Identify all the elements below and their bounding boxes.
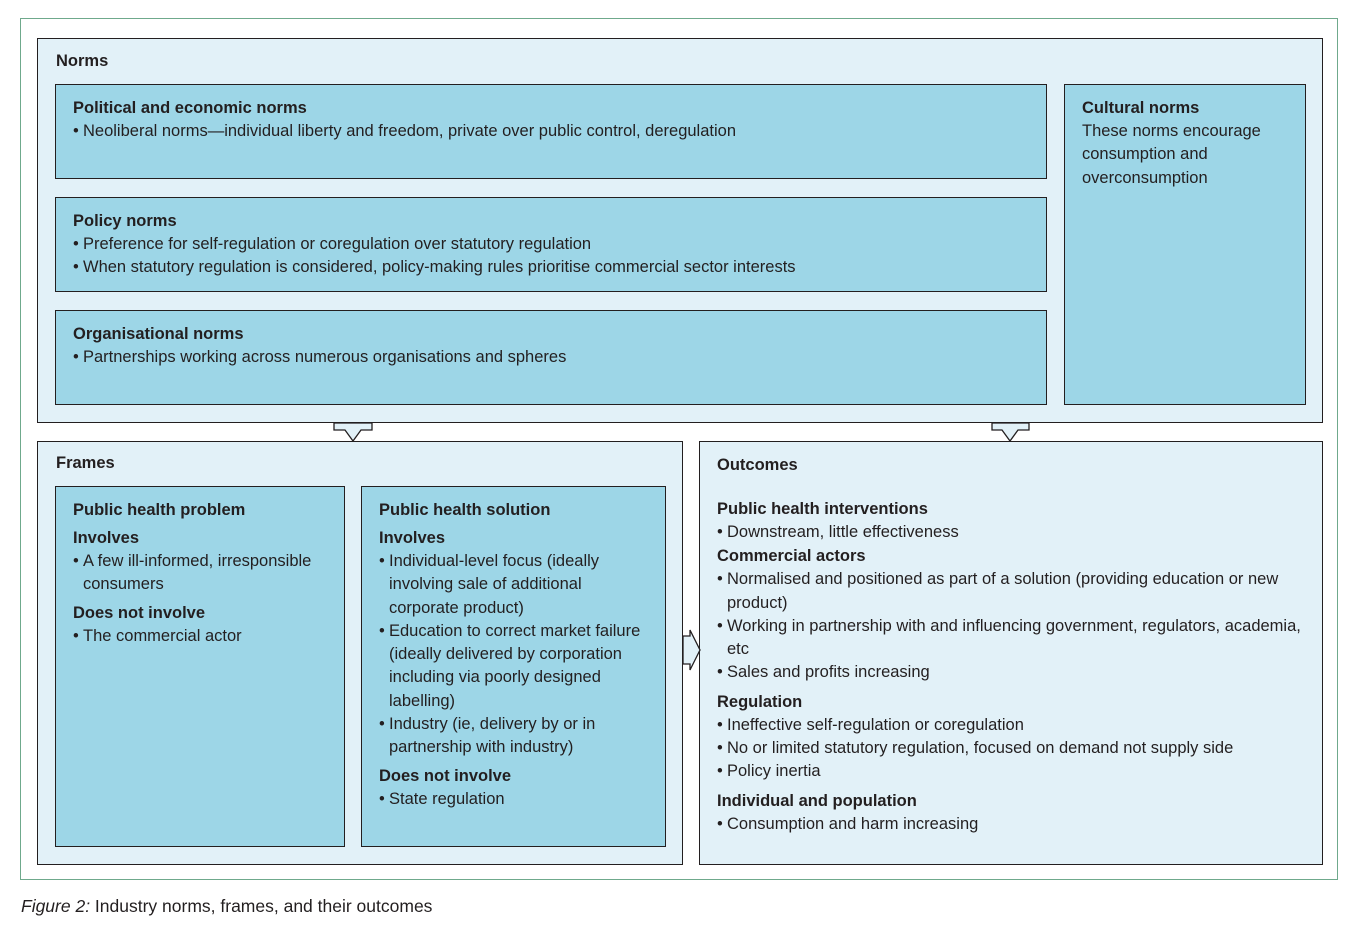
public-health-problem-box: Public health problem Involves A few ill… — [55, 486, 345, 847]
caption-label: Figure 2: — [21, 896, 91, 916]
solution-not-involves-label: Does not involve — [379, 766, 512, 785]
outcome-item: Working in partnership with and influenc… — [717, 615, 1306, 662]
solution-not-involves-item: State regulation — [379, 788, 649, 812]
organisational-norms-box: Organisational norms Partnerships workin… — [55, 310, 1047, 405]
solution-involves-item: Education to correct market failure (ide… — [379, 620, 649, 713]
outcome-item: Sales and profits increasing — [717, 661, 1306, 685]
arrow-norms-to-outcomes — [991, 422, 1030, 443]
public-health-solution-title: Public health solution — [379, 501, 551, 519]
cultural-norms-box: Cultural norms These norms encourage con… — [1064, 84, 1306, 405]
problem-involves-label: Involves — [73, 529, 140, 547]
cultural-norms-text: These norms encourage consumption and ov… — [1082, 122, 1261, 187]
outcome-item: Ineffective self-regulation or coregulat… — [717, 714, 1306, 738]
solution-involves-item: Industry (ie, delivery by or in partners… — [379, 713, 649, 760]
outcome-heading-regulation: Regulation — [717, 692, 803, 711]
outcome-heading-commercial-actors: Commercial actors — [717, 547, 866, 566]
solution-involves-item: Individual-level focus (ideally involvin… — [379, 550, 649, 620]
organisational-norms-title: Organisational norms — [73, 325, 244, 343]
outcome-heading-interventions: Public health interventions — [717, 500, 928, 518]
organisational-norms-item: Partnerships working across numerous org… — [73, 346, 1030, 370]
outcome-item: Normalised and positioned as part of a s… — [717, 568, 1306, 615]
problem-not-involves-label: Does not involve — [73, 603, 206, 622]
outcome-item: Consumption and harm increasing — [717, 813, 1306, 837]
outcome-item: Downstream, little effectiveness — [717, 521, 1306, 545]
cultural-norms-title: Cultural norms — [1082, 99, 1200, 117]
political-economic-norms-title: Political and economic norms — [73, 99, 307, 117]
outcome-item: Policy inertia — [717, 760, 1306, 784]
public-health-solution-box: Public health solution Involves Individu… — [361, 486, 666, 847]
figure-caption: Figure 2: Industry norms, frames, and th… — [21, 896, 432, 917]
policy-norms-item: Preference for self-regulation or coregu… — [73, 233, 1030, 257]
caption-text: Industry norms, frames, and their outcom… — [90, 896, 433, 916]
solution-involves-label: Involves — [379, 529, 446, 547]
policy-norms-item: When statutory regulation is considered,… — [73, 256, 1030, 280]
problem-not-involves-item: The commercial actor — [73, 625, 328, 649]
norms-title: Norms — [56, 52, 109, 70]
outcome-heading-individual-population: Individual and population — [717, 791, 917, 810]
problem-involves-item: A few ill-informed, irresponsible consum… — [73, 550, 328, 597]
political-economic-norms-item: Neoliberal norms—individual liberty and … — [73, 120, 1030, 144]
outcomes-panel: Outcomes Public health interventions Dow… — [699, 441, 1323, 865]
outcomes-title: Outcomes — [717, 456, 798, 474]
political-economic-norms-box: Political and economic norms Neoliberal … — [55, 84, 1047, 179]
arrow-norms-to-frames — [333, 422, 373, 443]
public-health-problem-title: Public health problem — [73, 501, 246, 519]
frames-title: Frames — [56, 454, 115, 472]
policy-norms-title: Policy norms — [73, 212, 177, 230]
arrow-frames-to-outcomes — [682, 629, 701, 671]
policy-norms-box: Policy norms Preference for self-regulat… — [55, 197, 1047, 292]
outcome-item: No or limited statutory regulation, focu… — [717, 737, 1306, 761]
